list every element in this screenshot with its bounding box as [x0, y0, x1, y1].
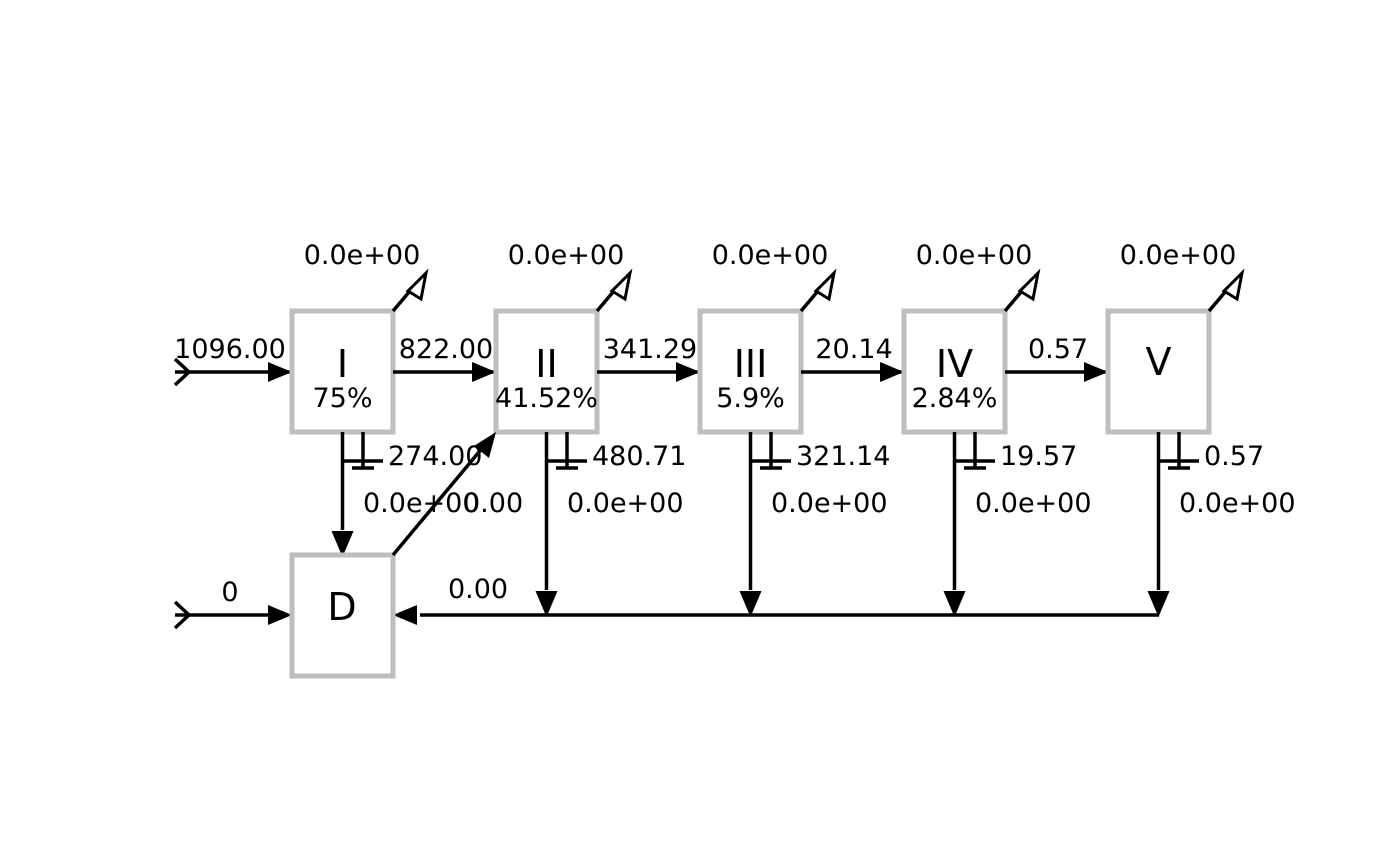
outflow-arrow-icon — [405, 268, 429, 302]
outflow-label: 0.0e+00 — [1120, 240, 1237, 271]
loss-label: 480.71 — [592, 441, 686, 472]
compartment-box-III — [697, 308, 804, 435]
compartment-name: D — [327, 585, 356, 629]
compartment-name: IV — [936, 342, 973, 386]
to-d-label: 0.0e+00 — [1179, 488, 1296, 519]
compartment-name: I — [337, 342, 348, 386]
outflow-arrow-icon — [813, 268, 837, 302]
arrowhead-icon — [1084, 362, 1108, 382]
compartment-box-D — [289, 552, 396, 679]
arrowhead-icon — [943, 591, 966, 617]
outflow-arrow-icon — [1221, 268, 1245, 302]
outflow-label: 0.0e+00 — [304, 240, 421, 271]
arrowhead-icon — [268, 605, 292, 625]
outflow-arrow-icon — [609, 268, 633, 302]
to-d-label: 0.0e+00 — [771, 488, 888, 519]
arrowhead-icon — [472, 362, 496, 382]
arrowhead-icon — [880, 362, 904, 382]
d-to-ii-line — [391, 444, 486, 557]
compartment-name: III — [734, 342, 768, 386]
compartment-name: V — [1146, 340, 1172, 384]
to-d-label: 0.0e+00 — [567, 488, 684, 519]
outflow-label: 0.0e+00 — [712, 240, 829, 271]
compartment-box-V — [1105, 308, 1212, 435]
loss-label: 321.14 — [796, 441, 890, 472]
loss-label: 19.57 — [1000, 441, 1077, 472]
return-label: 0.00 — [448, 574, 508, 605]
arrowhead-icon — [268, 362, 292, 382]
d-to-ii-label: 0.00 — [463, 488, 523, 519]
outflow-label: 0.0e+00 — [508, 240, 625, 271]
flow-label: 0.57 — [1028, 334, 1088, 365]
compartment-percent: 75% — [312, 383, 372, 414]
d-input-label: 0 — [221, 577, 238, 608]
arrowhead-icon — [474, 432, 496, 458]
arrowhead-icon — [676, 362, 700, 382]
flow-label: 341.29 — [603, 334, 697, 365]
compartment-percent: 41.52% — [495, 383, 598, 414]
outflow-label: 0.0e+00 — [916, 240, 1033, 271]
to-d-label: 0.0e+00 — [975, 488, 1092, 519]
compartment-name: II — [535, 342, 557, 386]
arrowhead-icon — [739, 591, 762, 617]
flow-label: 1096.00 — [174, 334, 286, 365]
arrowhead-icon — [1147, 591, 1170, 617]
arrowhead-icon — [331, 531, 354, 557]
flow-label: 20.14 — [815, 334, 892, 365]
flow-label: 822.00 — [399, 334, 493, 365]
arrowhead-icon — [393, 605, 417, 625]
compartment-percent: 5.9% — [716, 383, 785, 414]
to-d-label: 0.0e+00 — [363, 488, 480, 519]
outflow-arrow-icon — [1017, 268, 1041, 302]
compartment-percent: 2.84% — [912, 383, 998, 414]
arrowhead-icon — [535, 591, 558, 617]
loss-label: 0.57 — [1204, 441, 1264, 472]
